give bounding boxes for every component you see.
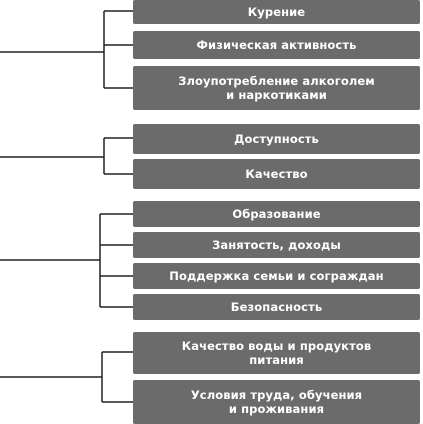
factor-alcohol-drug-abuse: Злоупотребление алкоголем и наркотиками <box>133 66 420 110</box>
factor-work-study-living-conditions: Условия труда, обучения и проживания <box>133 380 420 424</box>
factor-accessibility: Доступность <box>133 124 420 154</box>
factor-water-food-quality: Качество воды и продуктов питания <box>133 332 420 374</box>
factor-employment-income: Занятость, доходы <box>133 232 420 258</box>
factor-quality: Качество <box>133 159 420 189</box>
factor-smoking: Курение <box>133 0 420 24</box>
factor-safety: Безопасность <box>133 294 420 320</box>
factor-family-community-support: Поддержка семьи и сограждан <box>133 263 420 289</box>
factor-education: Образование <box>133 201 420 227</box>
factor-physical-activity: Физическая активность <box>133 31 420 59</box>
